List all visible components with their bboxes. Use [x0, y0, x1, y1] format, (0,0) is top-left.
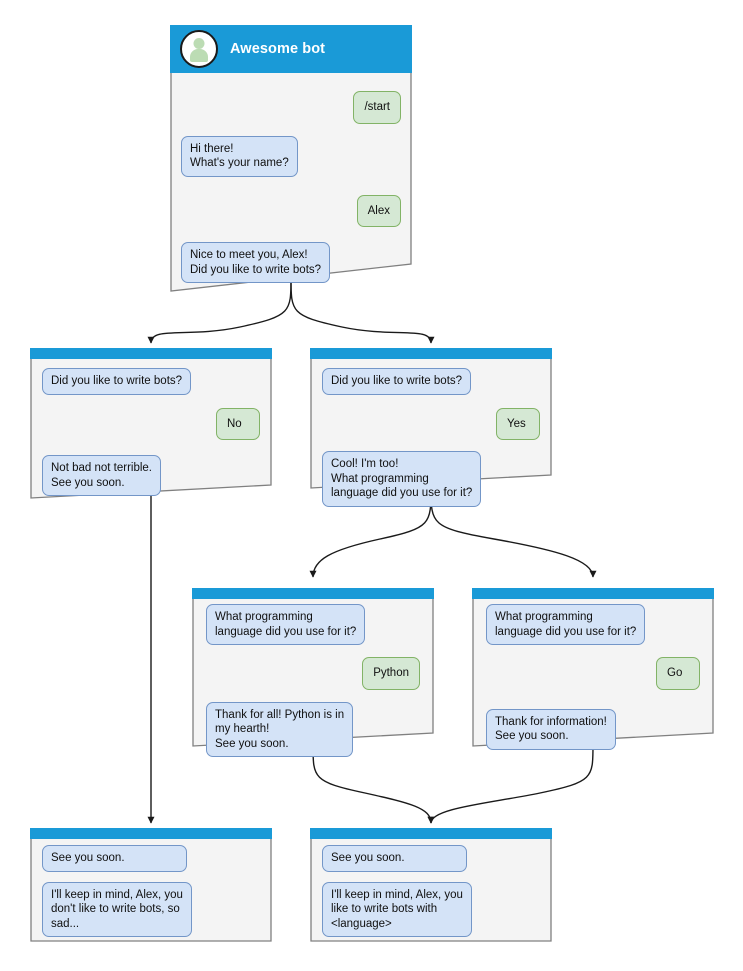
- message-row: Thank for all! Python is in my hearth! S…: [206, 701, 420, 757]
- message-row: Hi there! What's your name?: [181, 135, 401, 177]
- message-row: Yes: [322, 407, 540, 440]
- bot-message-bubble[interactable]: I'll keep in mind, Alex, you like to wri…: [322, 881, 472, 937]
- user-message-bubble[interactable]: Alex: [356, 194, 401, 227]
- message-row: What programming language did you use fo…: [206, 604, 420, 645]
- card-start[interactable]: Awesome bot /start Hi there! What's your…: [170, 25, 412, 293]
- message-row: Go: [486, 657, 700, 690]
- edge-go-to-end-happy: [427, 744, 594, 824]
- card-language-python-header: [192, 588, 434, 599]
- card-start-header: Awesome bot: [170, 25, 412, 73]
- message-row: Did you like to write bots?: [322, 368, 540, 395]
- user-message-bubble[interactable]: Python: [362, 657, 420, 690]
- bot-message-bubble[interactable]: See you soon.: [322, 845, 467, 872]
- card-end-sad-header: [30, 828, 272, 839]
- card-end-sad-messages: See you soon. I'll keep in mind, Alex, y…: [30, 839, 272, 937]
- card-end-happy-messages: See you soon. I'll keep in mind, Alex, y…: [310, 839, 552, 937]
- person-avatar-icon: [180, 30, 218, 68]
- bot-message-bubble[interactable]: Thank for all! Python is in my hearth! S…: [206, 701, 354, 757]
- card-language-python[interactable]: What programming language did you use fo…: [192, 588, 434, 757]
- card-answer-yes-messages: Did you like to write bots? Yes Cool! I'…: [310, 359, 552, 507]
- message-row: Not bad not terrible. See you soon.: [42, 455, 260, 496]
- bot-message-bubble[interactable]: Not bad not terrible. See you soon.: [42, 455, 162, 496]
- message-row: Thank for information! See you soon.: [486, 708, 700, 750]
- user-message-bubble[interactable]: Yes: [496, 407, 540, 440]
- card-language-go[interactable]: What programming language did you use fo…: [472, 588, 714, 750]
- message-row: No: [42, 407, 260, 440]
- message-row: I'll keep in mind, Alex, you don't like …: [42, 881, 260, 937]
- bot-message-bubble[interactable]: Did you like to write bots?: [42, 368, 192, 395]
- card-answer-yes[interactable]: Did you like to write bots? Yes Cool! I'…: [310, 348, 552, 507]
- message-row: /start: [181, 91, 401, 124]
- bot-message-bubble[interactable]: See you soon.: [42, 845, 187, 872]
- bot-message-bubble[interactable]: Nice to meet you, Alex! Did you like to …: [181, 242, 331, 283]
- card-answer-no-messages: Did you like to write bots? No Not bad n…: [30, 359, 272, 496]
- bot-message-bubble[interactable]: Hi there! What's your name?: [181, 135, 298, 177]
- message-row: See you soon.: [322, 845, 540, 872]
- message-row: Alex: [181, 194, 401, 227]
- card-language-go-header: [472, 588, 714, 599]
- message-row: Nice to meet you, Alex! Did you like to …: [181, 242, 401, 283]
- card-end-sad[interactable]: See you soon. I'll keep in mind, Alex, y…: [30, 828, 272, 942]
- card-answer-no[interactable]: Did you like to write bots? No Not bad n…: [30, 348, 272, 500]
- user-message-bubble[interactable]: No: [216, 407, 260, 440]
- message-row: I'll keep in mind, Alex, you like to wri…: [322, 881, 540, 937]
- card-language-go-messages: What programming language did you use fo…: [472, 599, 714, 750]
- card-answer-no-header: [30, 348, 272, 359]
- user-message-bubble[interactable]: /start: [353, 91, 401, 124]
- bot-message-bubble[interactable]: Cool! I'm too! What programming language…: [322, 451, 482, 507]
- message-row: Python: [206, 657, 420, 690]
- card-start-messages: /start Hi there! What's your name? Alex …: [170, 81, 412, 283]
- message-row: What programming language did you use fo…: [486, 604, 700, 645]
- bot-message-bubble[interactable]: What programming language did you use fo…: [486, 604, 646, 645]
- card-end-happy[interactable]: See you soon. I'll keep in mind, Alex, y…: [310, 828, 552, 942]
- message-row: See you soon.: [42, 845, 260, 872]
- card-end-happy-header: [310, 828, 552, 839]
- bot-message-bubble[interactable]: What programming language did you use fo…: [206, 604, 366, 645]
- bot-message-bubble[interactable]: Thank for information! See you soon.: [486, 708, 616, 750]
- card-answer-yes-header: [310, 348, 552, 359]
- bot-message-bubble[interactable]: I'll keep in mind, Alex, you don't like …: [42, 881, 192, 937]
- message-row: Did you like to write bots?: [42, 368, 260, 395]
- bot-message-bubble[interactable]: Did you like to write bots?: [322, 368, 472, 395]
- message-row: Cool! I'm too! What programming language…: [322, 451, 540, 507]
- user-message-bubble[interactable]: Go: [656, 657, 700, 690]
- card-language-python-messages: What programming language did you use fo…: [192, 599, 434, 757]
- bot-title: Awesome bot: [230, 41, 326, 57]
